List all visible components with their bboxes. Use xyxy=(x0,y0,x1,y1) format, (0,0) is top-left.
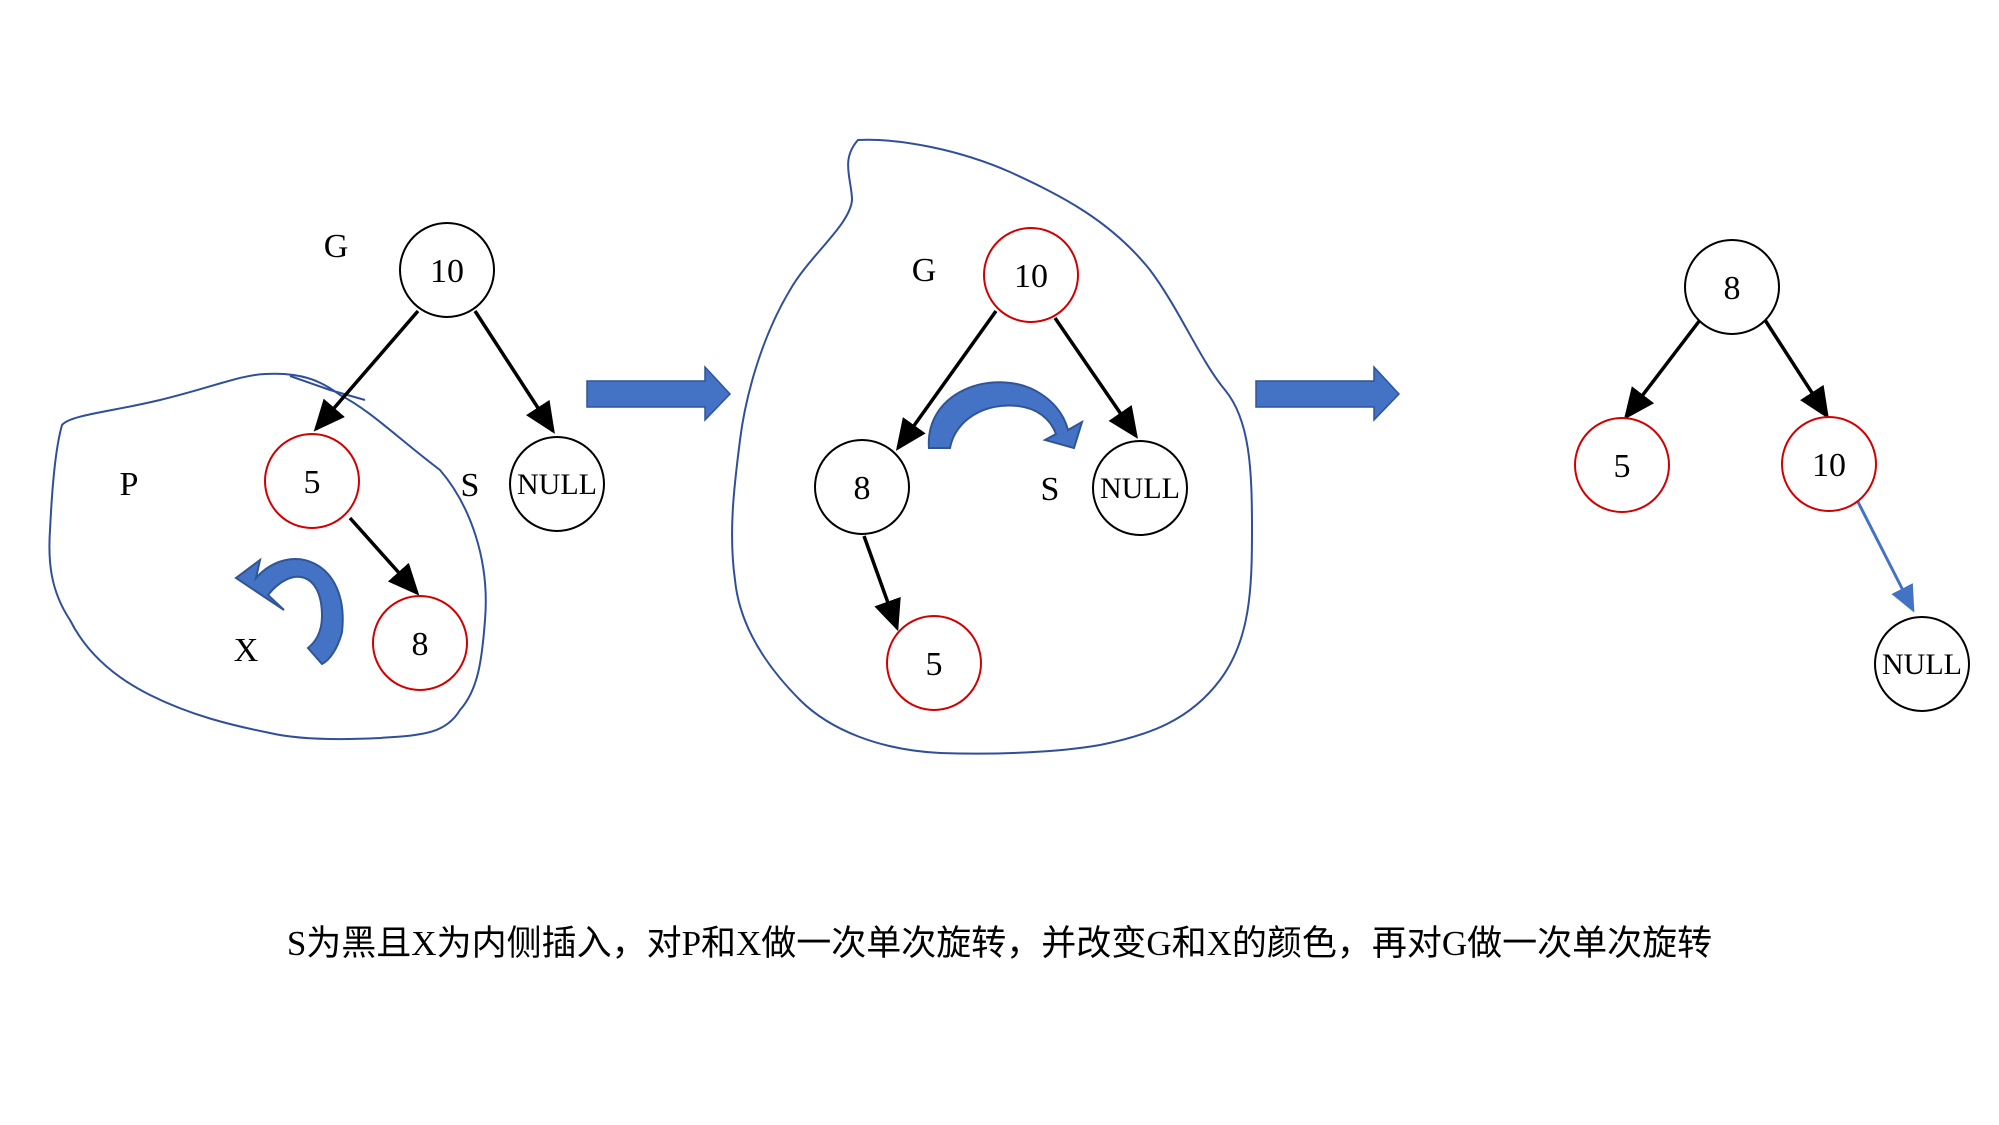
node-left: 5 xyxy=(1574,417,1670,513)
edge-g-p xyxy=(313,309,420,432)
edge-root-left xyxy=(1623,318,1702,420)
edge-right-null xyxy=(1855,499,1915,613)
caption: S为黑且X为内侧插入，对P和X做一次单次旋转，并改变G和X的颜色，再对G做一次单… xyxy=(286,924,1713,963)
role-label-g: G xyxy=(324,228,349,265)
node-x-label: 8 xyxy=(412,626,429,663)
role-label-x: X xyxy=(234,632,259,669)
node-g-label: 10 xyxy=(1014,258,1048,295)
rotate-cw-icon xyxy=(927,381,1084,450)
node-s-label: NULL xyxy=(517,468,597,501)
node-null-label: NULL xyxy=(1882,648,1962,681)
node-g: 10 xyxy=(399,222,495,318)
node-x: 8 xyxy=(372,595,468,691)
role-label-p: P xyxy=(120,466,139,503)
node-p: 5 xyxy=(886,615,982,711)
node-g: 10 xyxy=(983,227,1079,323)
node-right: 10 xyxy=(1781,416,1877,512)
outline-tick xyxy=(289,375,366,401)
node-left-label: 5 xyxy=(1614,448,1631,485)
edge-g-x xyxy=(895,309,998,451)
node-x-label: 8 xyxy=(854,470,871,507)
node-s: NULL xyxy=(509,436,605,532)
node-root-label: 8 xyxy=(1724,270,1741,307)
edge-g-s xyxy=(473,310,555,434)
node-p-label: 5 xyxy=(926,646,943,683)
panel-outline xyxy=(731,138,1254,755)
node-p-label: 5 xyxy=(304,464,321,501)
subtree-outline xyxy=(48,372,487,741)
transition-arrow-1-icon xyxy=(586,365,732,422)
role-label-s: S xyxy=(1041,471,1060,508)
role-label-g: G xyxy=(912,252,937,289)
node-root: 8 xyxy=(1684,239,1780,335)
node-s: NULL xyxy=(1092,440,1188,536)
node-g-label: 10 xyxy=(430,253,464,290)
rotate-ccw-icon xyxy=(234,557,344,666)
panel-final: 8 5 10 NULL xyxy=(1574,239,1970,712)
panel-after-first-rotation: 10 8 NULL 5 G S xyxy=(731,138,1254,755)
edge-x-p xyxy=(862,535,901,632)
node-null: NULL xyxy=(1874,616,1970,712)
node-right-label: 10 xyxy=(1812,447,1846,484)
node-x: 8 xyxy=(814,439,910,535)
edge-p-x xyxy=(348,516,420,596)
panel-before: 10 5 NULL 8 G P S X xyxy=(48,222,605,741)
edge-root-right xyxy=(1763,319,1829,419)
transition-arrow-2-icon xyxy=(1255,365,1401,422)
node-s-label: NULL xyxy=(1100,472,1180,505)
role-label-s: S xyxy=(461,467,480,504)
node-p: 5 xyxy=(264,433,360,529)
edge-g-s xyxy=(1053,317,1138,439)
